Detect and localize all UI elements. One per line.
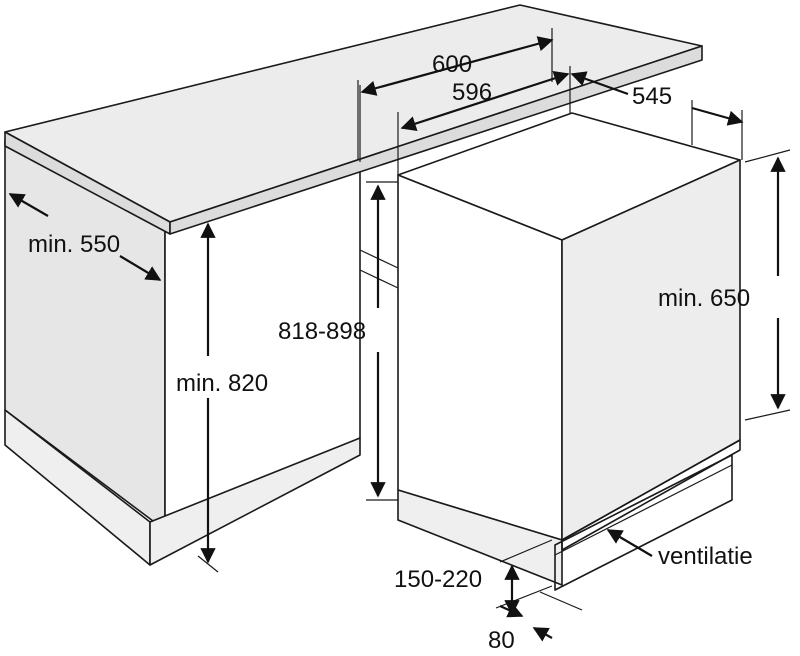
- label-ventilatie: ventilatie: [658, 543, 753, 570]
- label-min-550: min. 550: [28, 231, 120, 258]
- dim-818-898: 818-898: [278, 181, 398, 501]
- label-596: 596: [452, 79, 492, 106]
- label-600: 600: [432, 51, 472, 78]
- label-min-650: min. 650: [658, 285, 750, 312]
- label-80: 80: [488, 627, 515, 654]
- label-min-820: min. 820: [176, 370, 268, 397]
- label-150-220: 150-220: [394, 566, 482, 593]
- dim-596: 596: [397, 66, 571, 175]
- dim-min-550: min. 550: [8, 193, 162, 281]
- dim-150-220: 150-220: [394, 539, 553, 616]
- label-818-898: 818-898: [278, 318, 366, 345]
- dim-80: 80: [488, 591, 583, 654]
- base-cabinet: [4, 139, 361, 566]
- dim-min-650: min. 650: [658, 149, 791, 421]
- dim-545: 545: [570, 71, 744, 160]
- label-545: 545: [632, 83, 672, 110]
- appliance: [397, 112, 741, 591]
- ventilation-callout: ventilatie: [606, 529, 753, 570]
- dim-min-820: min. 820: [176, 222, 268, 573]
